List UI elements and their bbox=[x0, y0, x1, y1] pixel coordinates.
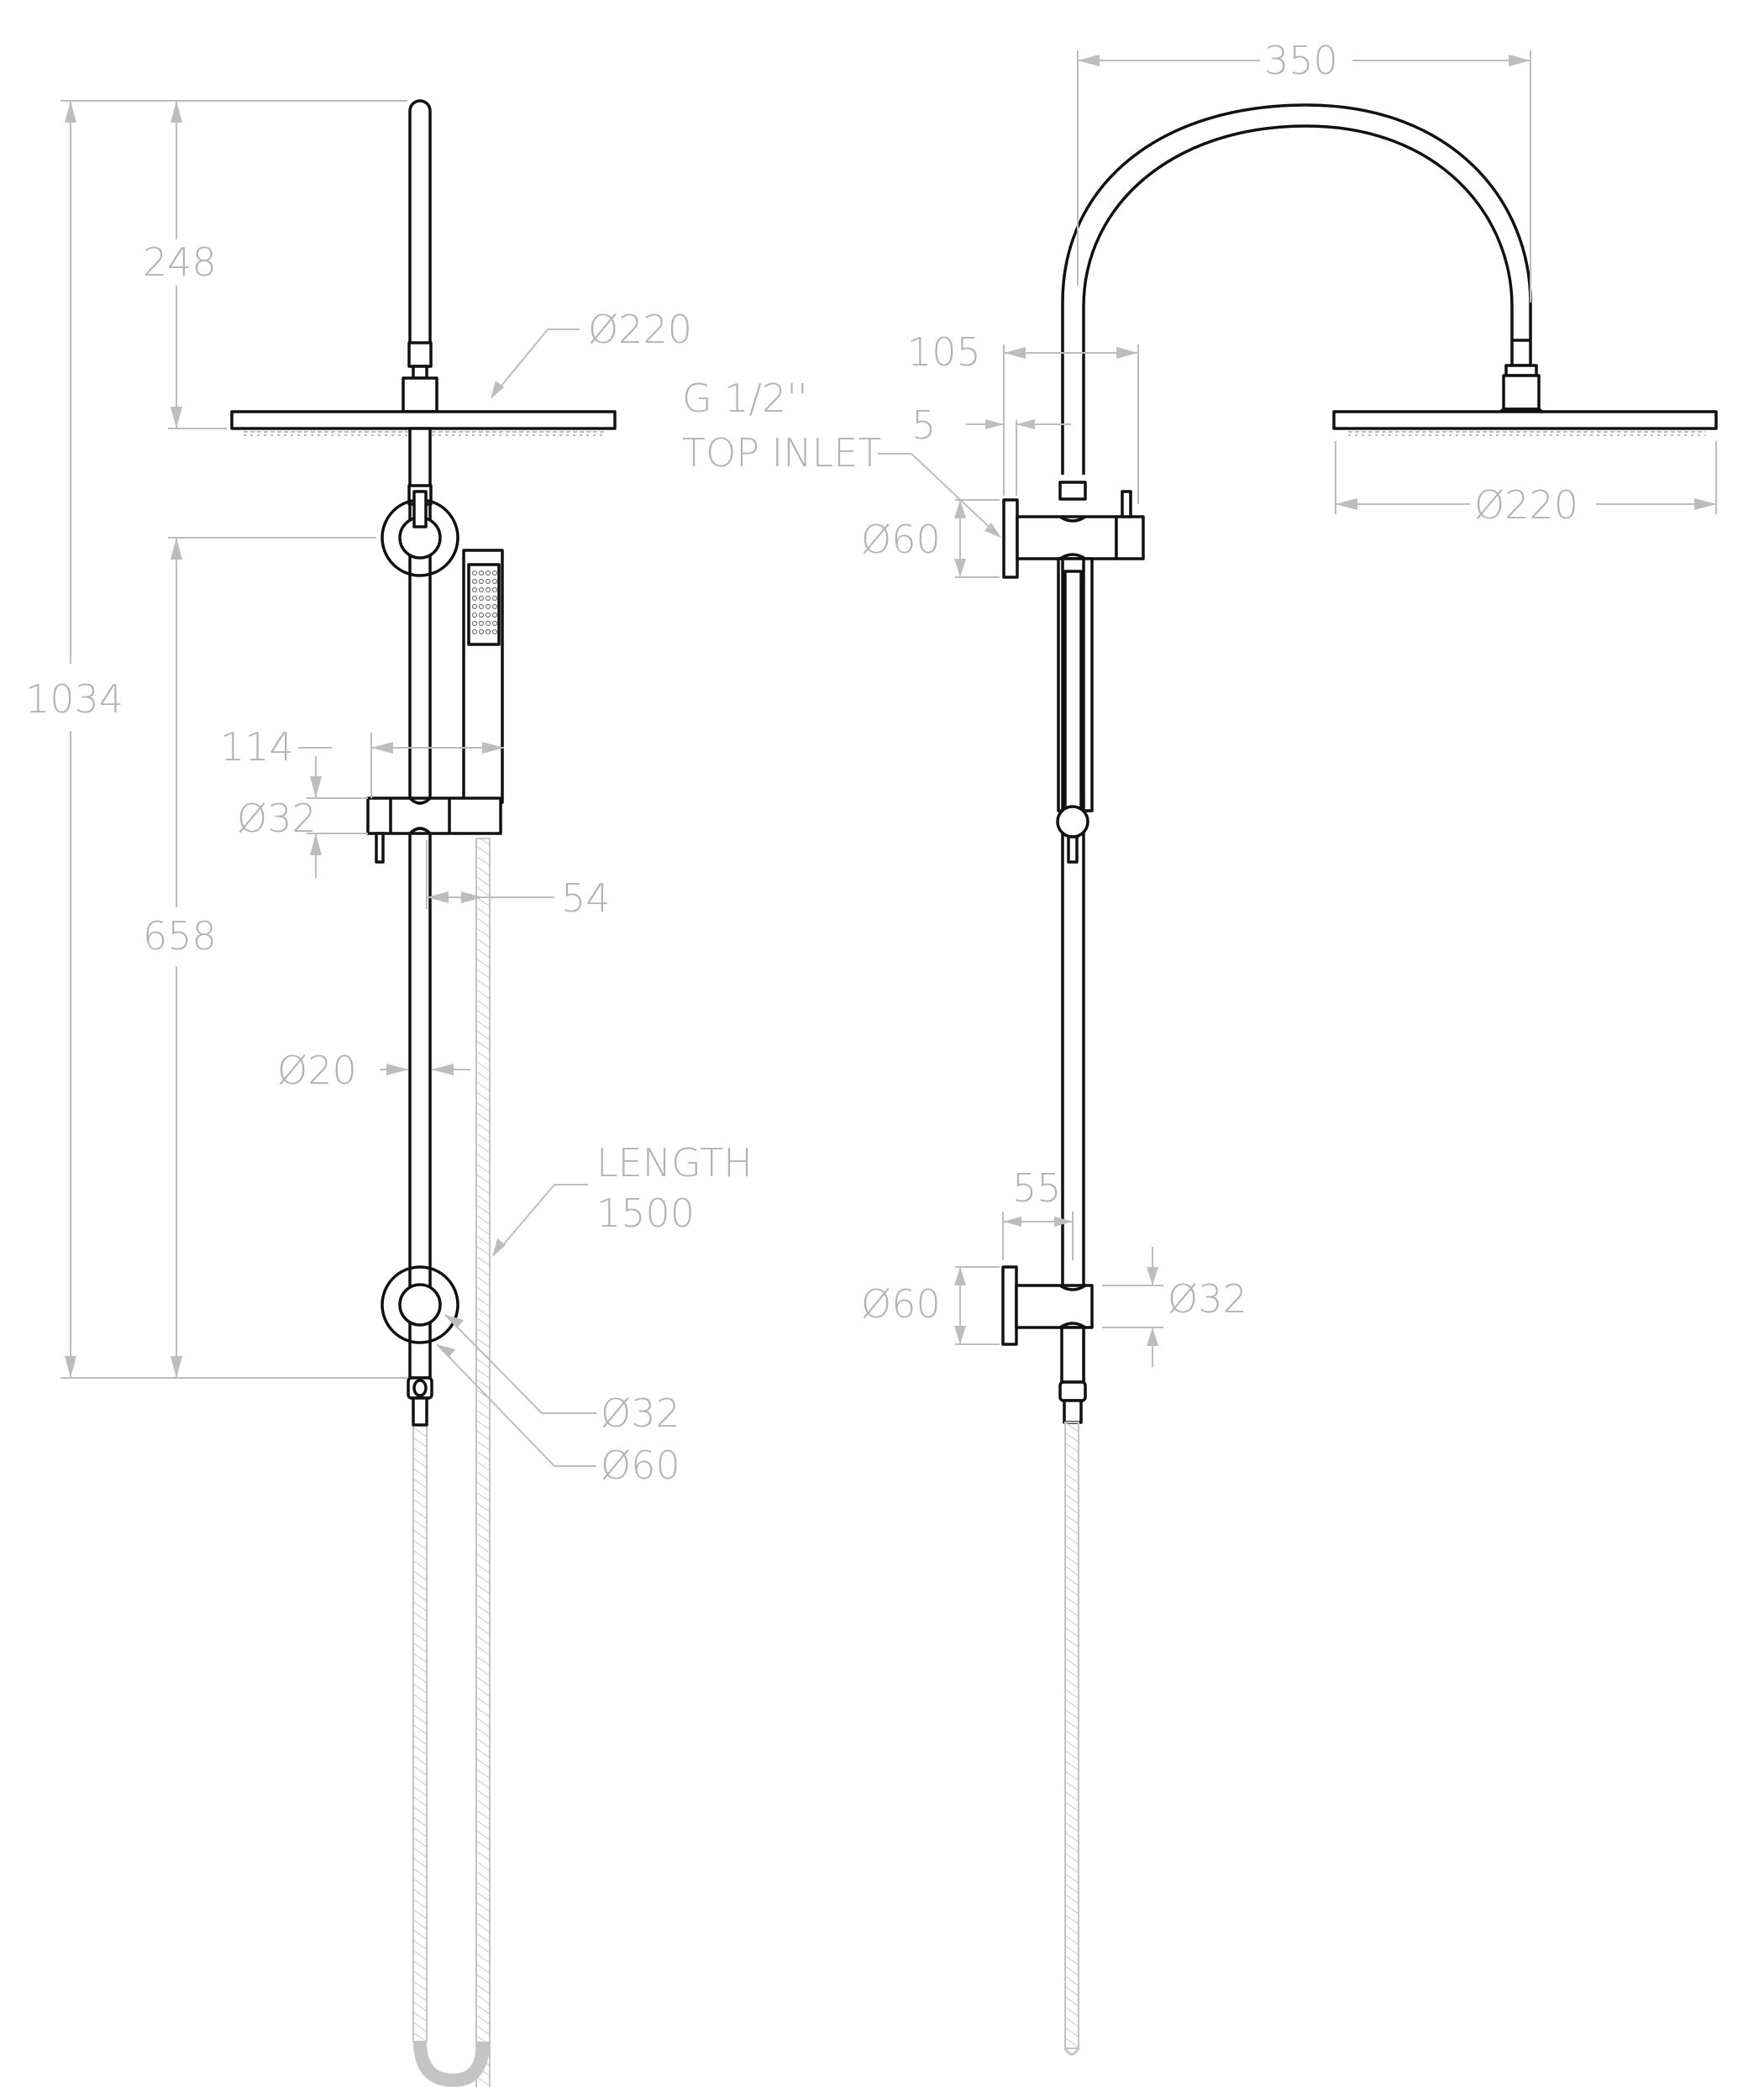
dim-bracket-inner: Ø32 bbox=[601, 1390, 680, 1436]
front-bottom-bracket-outer bbox=[381, 1265, 459, 1344]
side-top-inlet bbox=[1002, 481, 1145, 579]
dim-rail-diameter: Ø20 bbox=[277, 1048, 357, 1093]
dim-flange-thickness: 5 bbox=[911, 402, 936, 448]
dim-hose-length-label: LENGTH bbox=[596, 1140, 753, 1185]
dim-bracket-outer: Ø60 bbox=[601, 1443, 680, 1488]
side-dimension-labels: 350 Ø220 105 5 G 1/2'' TOP INLET Ø60 55 … bbox=[682, 38, 1578, 1327]
side-view: 350 Ø220 105 5 G 1/2'' TOP INLET Ø60 55 … bbox=[682, 38, 1718, 2056]
dim-bottom-flange-diameter: Ø60 bbox=[861, 1281, 941, 1327]
front-shower-arm bbox=[408, 99, 432, 361]
side-slider-knob bbox=[1056, 805, 1089, 838]
dim-top-depth: 105 bbox=[907, 329, 981, 375]
side-bottom-outlet bbox=[1001, 1265, 1094, 1424]
side-head-nozzles bbox=[1348, 431, 1705, 436]
hand-shower-nozzles bbox=[471, 570, 498, 635]
dim-arm-height: 248 bbox=[143, 239, 217, 285]
front-bottom-bracket-inner bbox=[398, 1283, 442, 1327]
dim-rail-height: 658 bbox=[143, 913, 217, 959]
dim-front-head-diameter: Ø220 bbox=[588, 307, 692, 352]
dim-holder-diameter: Ø32 bbox=[237, 796, 317, 841]
inlet-label-line1: G 1/2'' bbox=[682, 376, 808, 421]
inlet-label-line2: TOP INLET bbox=[682, 430, 881, 476]
front-view: 1034 248 658 Ø220 114 Ø32 54 Ø20 LENGTH … bbox=[25, 99, 753, 2087]
dim-bottom-outlet-diameter: Ø32 bbox=[1168, 1276, 1247, 1322]
front-dimensions bbox=[60, 100, 596, 1467]
front-slider-holder bbox=[366, 796, 502, 864]
side-dimensions bbox=[878, 50, 1717, 1367]
front-hand-shower bbox=[462, 549, 504, 804]
dim-holder-width: 114 bbox=[220, 724, 294, 770]
side-shower-head bbox=[1332, 410, 1718, 430]
dim-arm-reach: 350 bbox=[1264, 38, 1338, 83]
front-dimension-labels: 1034 248 658 Ø220 114 Ø32 54 Ø20 LENGTH … bbox=[25, 239, 753, 1488]
front-shower-head bbox=[230, 410, 617, 430]
dim-bottom-depth: 55 bbox=[1012, 1165, 1062, 1211]
side-hose bbox=[1064, 1422, 1079, 2049]
dim-side-head-diameter: Ø220 bbox=[1474, 482, 1578, 528]
dim-hose-length-value: 1500 bbox=[596, 1191, 695, 1236]
dim-top-flange-diameter: Ø60 bbox=[861, 517, 941, 562]
side-gooseneck-arm bbox=[1061, 103, 1532, 475]
dim-overall-height: 1034 bbox=[25, 676, 123, 722]
dim-hose-offset: 54 bbox=[561, 875, 611, 921]
